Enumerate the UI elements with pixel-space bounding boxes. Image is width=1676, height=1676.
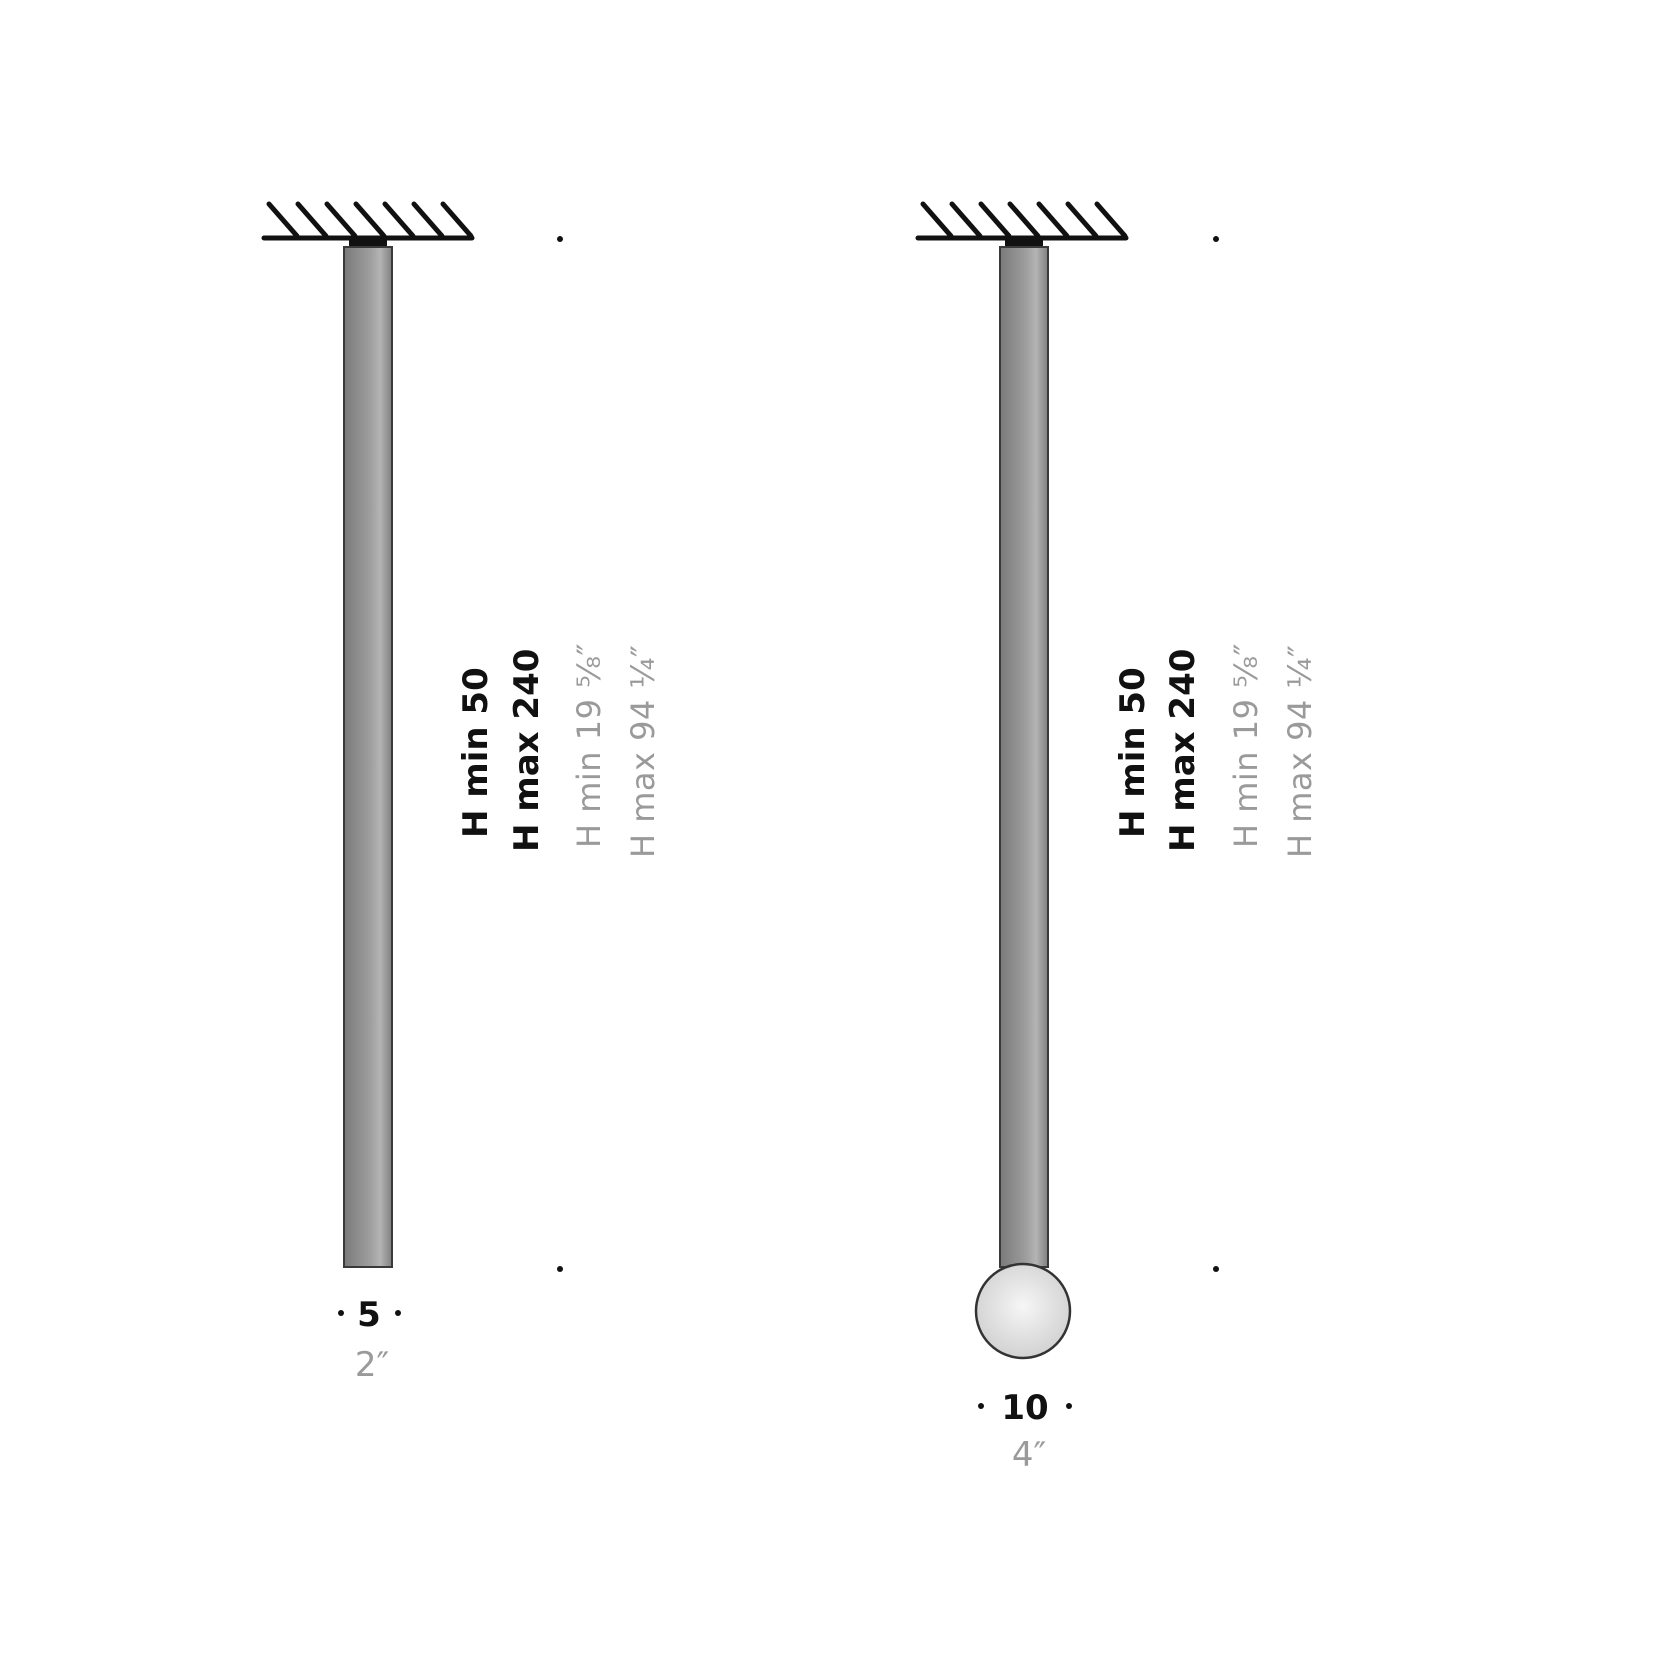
reference-dot-top bbox=[557, 236, 563, 242]
width-imperial-label: 4″ bbox=[1012, 1435, 1046, 1475]
ceiling-hatch-icon bbox=[261, 201, 475, 241]
h-min-metric-label: H min 50 bbox=[1113, 667, 1153, 838]
h-max-imperial-label: H max 94 ¼″ bbox=[1281, 645, 1319, 858]
width-metric-label: 5 bbox=[357, 1295, 381, 1335]
variant-globe-pendant: H min 50 H max 240 H min 19 ⁵⁄₈″ H max 9… bbox=[915, 201, 1319, 1475]
width-dot-left bbox=[978, 1403, 984, 1409]
h-min-metric-label: H min 50 bbox=[456, 667, 496, 838]
reference-dot-bottom bbox=[1213, 1266, 1219, 1272]
ceiling-hatch-icon bbox=[915, 201, 1129, 241]
rod bbox=[999, 246, 1049, 1268]
canopy bbox=[349, 238, 387, 247]
variant-rod-pendant: H min 50 H max 240 H min 19 ⁵⁄₈″ H max 9… bbox=[261, 201, 662, 1385]
h-max-metric-label: H max 240 bbox=[1163, 649, 1203, 852]
width-dot-right bbox=[395, 1310, 401, 1316]
h-min-imperial-label: H min 19 ⁵⁄₈″ bbox=[1227, 643, 1265, 848]
h-max-imperial-label: H max 94 ¼″ bbox=[624, 645, 662, 858]
reference-dot-bottom bbox=[557, 1266, 563, 1272]
width-dot-right bbox=[1066, 1403, 1072, 1409]
width-metric-label: 10 bbox=[1001, 1388, 1048, 1428]
globe-shade bbox=[974, 1262, 1072, 1360]
width-imperial-label: 2″ bbox=[355, 1345, 389, 1385]
h-min-imperial-label: H min 19 ⁵⁄₈″ bbox=[570, 643, 608, 848]
rod bbox=[343, 246, 393, 1268]
width-dot-left bbox=[338, 1310, 344, 1316]
reference-dot-top bbox=[1213, 236, 1219, 242]
canopy bbox=[1005, 238, 1043, 247]
h-max-metric-label: H max 240 bbox=[507, 649, 547, 852]
